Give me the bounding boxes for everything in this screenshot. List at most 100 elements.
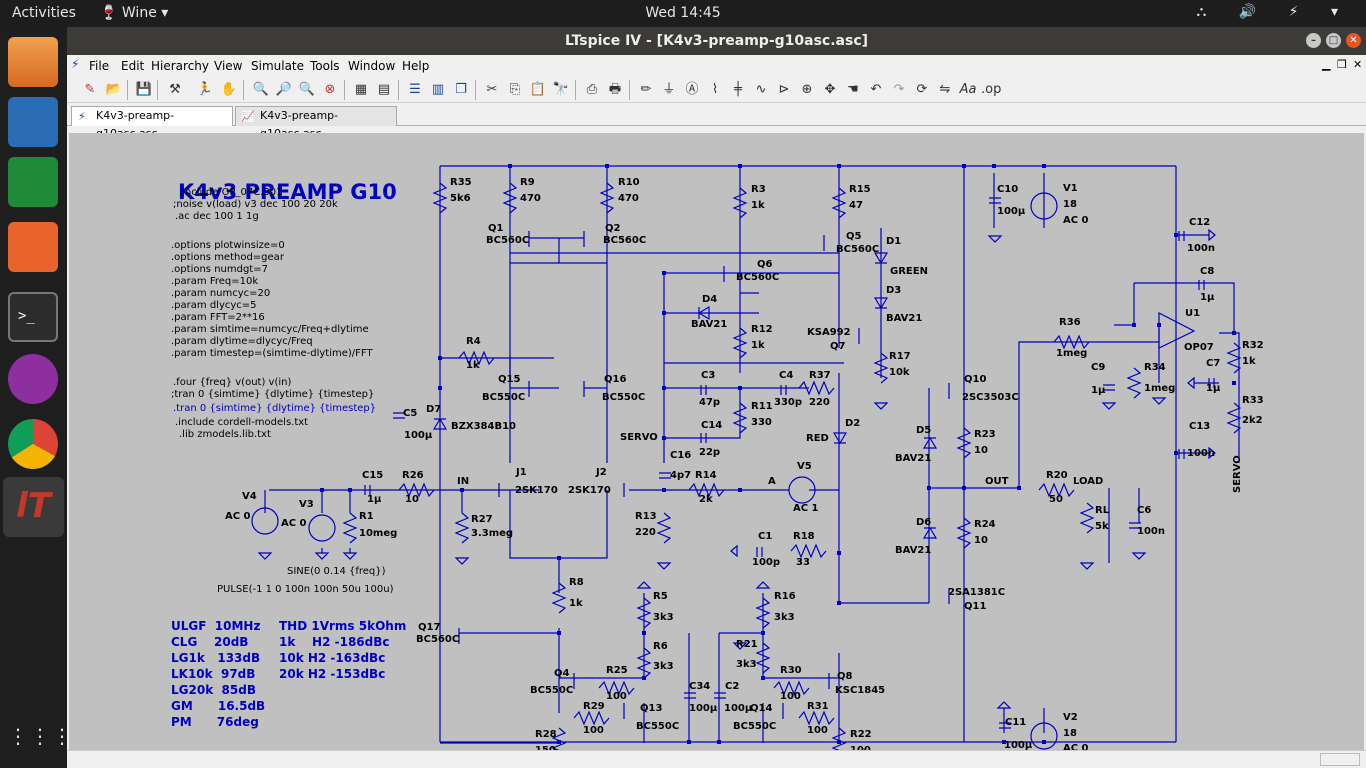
- spice-directive-line[interactable]: .four {freq} v(out) v(in): [173, 377, 291, 388]
- mdi-close-icon[interactable]: ✕: [1353, 58, 1363, 71]
- cascade-icon[interactable]: ❐: [455, 82, 467, 97]
- menu-file[interactable]: File: [89, 59, 110, 73]
- spec-line[interactable]: 10k H2 -163dBc: [279, 651, 385, 665]
- menu-hierarchy[interactable]: Hierarchy: [151, 59, 210, 73]
- mirror-icon[interactable]: ⇋: [939, 82, 951, 97]
- save-icon[interactable]: 💾: [135, 82, 153, 97]
- clock[interactable]: Wed 14:45: [645, 5, 721, 21]
- spice-directive-line[interactable]: .param dlycyc=5: [171, 300, 257, 311]
- menu-simulate[interactable]: Simulate: [251, 59, 305, 73]
- spec-line[interactable]: 20k H2 -153dBc: [279, 667, 385, 681]
- label-net-icon[interactable]: Ⓐ: [685, 82, 699, 97]
- files-icon[interactable]: [8, 37, 58, 87]
- schematic-canvas[interactable]: K4v3 PREAMP G10 .include OP_07C.301;nois…: [69, 133, 1364, 750]
- spec-line[interactable]: 1k H2 -186dBc: [279, 635, 390, 649]
- spice-directive-line[interactable]: .param timestep=(simtime-dlytime)/FFT: [171, 348, 373, 359]
- open-icon[interactable]: 📂: [105, 82, 123, 97]
- tab-waveform[interactable]: 📈 K4v3-preamp-g10asc.asc: [235, 106, 397, 140]
- spice-directive-line[interactable]: .param numcyc=20: [171, 288, 270, 299]
- spec-line[interactable]: LK10k 97dB: [171, 667, 255, 681]
- spice-directive-line[interactable]: .param dlytime=dlycyc/Freq: [171, 336, 313, 347]
- paste-icon[interactable]: 📋: [529, 82, 547, 97]
- text-icon[interactable]: Aa: [959, 82, 977, 97]
- resistor-icon[interactable]: ⌇: [711, 82, 719, 97]
- control-panel-icon[interactable]: ⚒: [169, 82, 181, 97]
- chrome-icon[interactable]: [8, 419, 58, 469]
- redo-icon[interactable]: ↷: [893, 82, 905, 97]
- spec-line[interactable]: THD 1Vrms 5kOhm: [279, 619, 406, 633]
- menu-view[interactable]: View: [214, 59, 243, 73]
- spice-directive-line[interactable]: ;tran 0 {simtime} {dlytime} {timestep}: [171, 389, 374, 400]
- menu-tools[interactable]: Tools: [310, 59, 340, 73]
- rotate-icon[interactable]: ⟳: [916, 82, 928, 97]
- pan-icon[interactable]: 🔎: [275, 82, 293, 97]
- spice-directive-line[interactable]: .include OP_07C.301: [179, 187, 282, 198]
- wire-icon[interactable]: ✏: [640, 82, 652, 97]
- print-icon[interactable]: 🖶: [608, 82, 622, 97]
- software-center-icon[interactable]: [8, 222, 58, 272]
- spice-directive-line[interactable]: .lib zmodels.lib.txt: [179, 429, 271, 440]
- spec-line[interactable]: ULGF 10MHz: [171, 619, 260, 633]
- spice-directive-line[interactable]: .include cordell-models.txt: [175, 417, 308, 428]
- spice-directive-line[interactable]: .ac dec 100 1 1g: [175, 211, 259, 222]
- ltspice-icon[interactable]: lT: [3, 477, 64, 537]
- spice-directives[interactable]: .include OP_07C.301;noise v(load) v3 dec…: [171, 187, 376, 440]
- menu-help[interactable]: Help: [402, 59, 430, 73]
- menu-window[interactable]: Window: [348, 59, 396, 73]
- spec-line[interactable]: LG1k 133dB: [171, 651, 260, 665]
- tile-horizontal-icon[interactable]: ☰: [409, 82, 421, 97]
- autorange-icon[interactable]: ▦: [354, 82, 368, 97]
- spice-directive-line[interactable]: .param FFT=2**16: [171, 312, 265, 323]
- zoom-in-icon[interactable]: 🔍: [252, 82, 270, 97]
- spec-line[interactable]: PM 76deg: [171, 715, 259, 729]
- system-tray[interactable]: ⛬ 🔊 ⚡ ▾: [1196, 4, 1352, 20]
- tile-vertical-icon[interactable]: ▥: [431, 82, 445, 97]
- find-icon[interactable]: 🔭: [552, 82, 570, 97]
- new-schematic-icon[interactable]: ✎: [84, 82, 96, 97]
- writer-icon[interactable]: [8, 97, 58, 147]
- activities-button[interactable]: Activities: [12, 5, 76, 21]
- move-icon[interactable]: ✥: [824, 82, 836, 97]
- spice-directive-line[interactable]: .options plotwinsize=0: [171, 240, 285, 251]
- cut-icon[interactable]: ✂: [486, 82, 498, 97]
- spice-directive-icon[interactable]: .op: [981, 82, 1002, 97]
- grid-icon[interactable]: ▤: [377, 82, 391, 97]
- spec-line[interactable]: GM 16.5dB: [171, 699, 265, 713]
- mdi-minimize-icon[interactable]: ▁: [1322, 58, 1331, 71]
- spec-line[interactable]: LG20k 85dB: [171, 683, 256, 697]
- sine-source-text[interactable]: SINE(0 0.14 {freq}): [287, 566, 386, 577]
- show-apps-icon[interactable]: ⋮⋮⋮: [8, 724, 74, 748]
- app-icon[interactable]: ⚡: [71, 57, 80, 71]
- spice-directive-line[interactable]: .param simtime=numcyc/Freq+dlytime: [171, 324, 369, 335]
- drag-icon[interactable]: ☚: [847, 82, 859, 97]
- diode-icon[interactable]: ⊳: [778, 82, 790, 97]
- mdi-restore-icon[interactable]: ❐: [1337, 58, 1347, 71]
- zoom-fit-icon[interactable]: ⊗: [324, 82, 336, 97]
- close-icon[interactable]: ✕: [1346, 33, 1361, 48]
- run-icon[interactable]: 🏃: [196, 82, 214, 97]
- spec-line[interactable]: CLG 20dB: [171, 635, 248, 649]
- print-preview-icon[interactable]: ⎙: [586, 82, 598, 97]
- spice-directive-line[interactable]: .tran 0 {simtime} {dlytime} {timestep}: [173, 403, 376, 414]
- halt-icon[interactable]: ✋: [220, 82, 238, 97]
- capacitor-icon[interactable]: ╪: [734, 82, 742, 97]
- spice-directive-line[interactable]: .options numdgt=7: [171, 264, 268, 275]
- spice-directive-line[interactable]: .options method=gear: [171, 252, 285, 263]
- calc-icon[interactable]: [8, 157, 58, 207]
- tab-schematic[interactable]: ⚡ K4v3-preamp-g10asc.asc: [71, 106, 233, 140]
- pulse-source-text[interactable]: PULSE(-1 1 0 100n 100n 50u 100u): [217, 584, 394, 595]
- terminal-icon[interactable]: >_: [8, 292, 58, 342]
- zoom-out-icon[interactable]: 🔍: [298, 82, 316, 97]
- spice-directive-line[interactable]: ;noise v(load) v3 dec 100 20 20k: [173, 199, 338, 210]
- app-menu[interactable]: 🍷 Wine ▾: [100, 5, 168, 21]
- minimize-icon[interactable]: –: [1306, 33, 1321, 48]
- menu-edit[interactable]: Edit: [121, 59, 145, 73]
- spice-directive-line[interactable]: .param Freq=10k: [171, 276, 258, 287]
- help-icon[interactable]: [8, 354, 58, 404]
- inductor-icon[interactable]: ∿: [755, 82, 767, 97]
- copy-icon[interactable]: ⎘: [509, 82, 521, 97]
- undo-icon[interactable]: ↶: [870, 82, 882, 97]
- component-icon[interactable]: ⊕: [801, 82, 813, 97]
- spec-list-right[interactable]: THD 1Vrms 5kOhm 1k H2 -186dBc 10k H2 -163d…: [279, 619, 406, 681]
